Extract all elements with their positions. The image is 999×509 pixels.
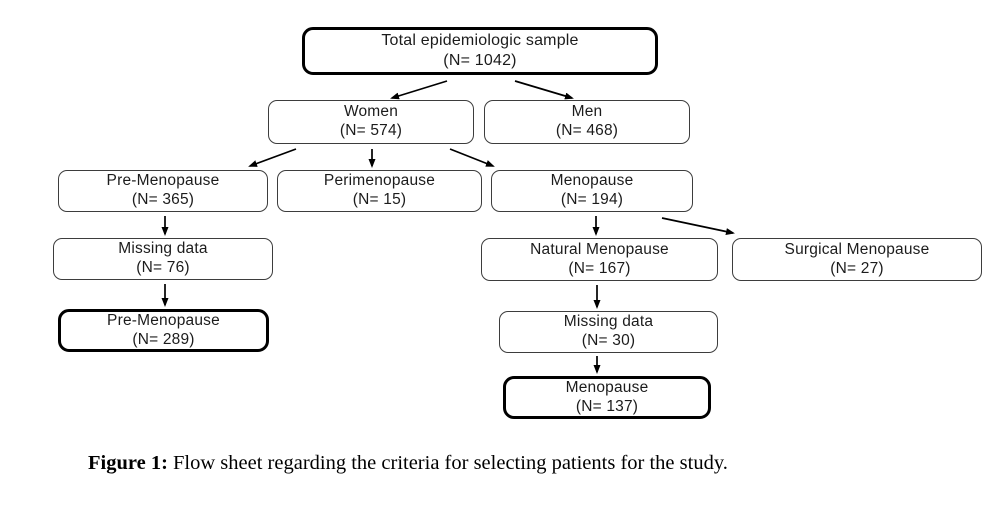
node-label: Perimenopause bbox=[323, 172, 436, 190]
node-count: (N= 468) bbox=[555, 122, 619, 139]
node-pre-menopause-final: Pre-Menopause (N= 289) bbox=[58, 309, 269, 352]
node-label: Pre-Menopause bbox=[107, 311, 220, 329]
node-count: (N= 1042) bbox=[443, 52, 517, 69]
node-label: Surgical Menopause bbox=[784, 240, 930, 258]
node-pre-menopause: Pre-Menopause (N= 365) bbox=[58, 170, 268, 212]
node-label: Men bbox=[571, 103, 603, 121]
node-count: (N= 574) bbox=[339, 122, 403, 139]
node-total-epidemiologic-sample: Total epidemiologic sample (N= 1042) bbox=[302, 27, 658, 75]
node-count: (N= 76) bbox=[136, 259, 190, 276]
node-count: (N= 167) bbox=[568, 259, 631, 277]
figure-caption-label: Figure 1: bbox=[88, 452, 168, 474]
arrow-women-to-premenopause bbox=[248, 148, 297, 167]
node-women: Women (N= 574) bbox=[268, 100, 474, 144]
arrow-total-to-men bbox=[514, 80, 574, 100]
node-label: Women bbox=[343, 103, 399, 121]
node-menopause: Menopause (N= 194) bbox=[491, 170, 693, 212]
node-label: Total epidemiologic sample bbox=[381, 32, 579, 50]
node-menopause-final: Menopause (N= 137) bbox=[503, 376, 711, 419]
node-natural-menopause: Natural Menopause (N= 167) bbox=[481, 238, 718, 281]
node-missing-data-premenopause: Missing data (N= 76) bbox=[53, 238, 273, 280]
node-count: (N= 15) bbox=[352, 191, 407, 208]
node-label: Natural Menopause bbox=[530, 240, 669, 258]
node-surgical-menopause: Surgical Menopause (N= 27) bbox=[732, 238, 982, 281]
node-missing-data-menopause: Missing data (N= 30) bbox=[499, 311, 718, 353]
node-label: Menopause bbox=[550, 172, 634, 190]
node-count: (N= 365) bbox=[131, 191, 195, 208]
arrow-menopause-to-surgical bbox=[661, 217, 735, 235]
node-label: Pre-Menopause bbox=[106, 172, 220, 190]
node-label: Missing data bbox=[563, 313, 654, 331]
arrow-women-to-menopause bbox=[449, 148, 495, 167]
figure-caption-text: Flow sheet regarding the criteria for se… bbox=[167, 452, 728, 474]
node-label: Menopause bbox=[565, 378, 649, 396]
node-label: Missing data bbox=[118, 240, 208, 258]
node-men: Men (N= 468) bbox=[484, 100, 690, 144]
figure-caption: Figure 1: Flow sheet regarding the crite… bbox=[88, 452, 948, 475]
arrow-total-to-women bbox=[390, 80, 448, 100]
node-count: (N= 194) bbox=[560, 191, 624, 208]
node-count: (N= 27) bbox=[830, 259, 884, 277]
node-count: (N= 30) bbox=[581, 332, 636, 349]
node-count: (N= 289) bbox=[132, 330, 195, 348]
node-count: (N= 137) bbox=[575, 397, 639, 415]
node-perimenopause: Perimenopause (N= 15) bbox=[277, 170, 482, 212]
